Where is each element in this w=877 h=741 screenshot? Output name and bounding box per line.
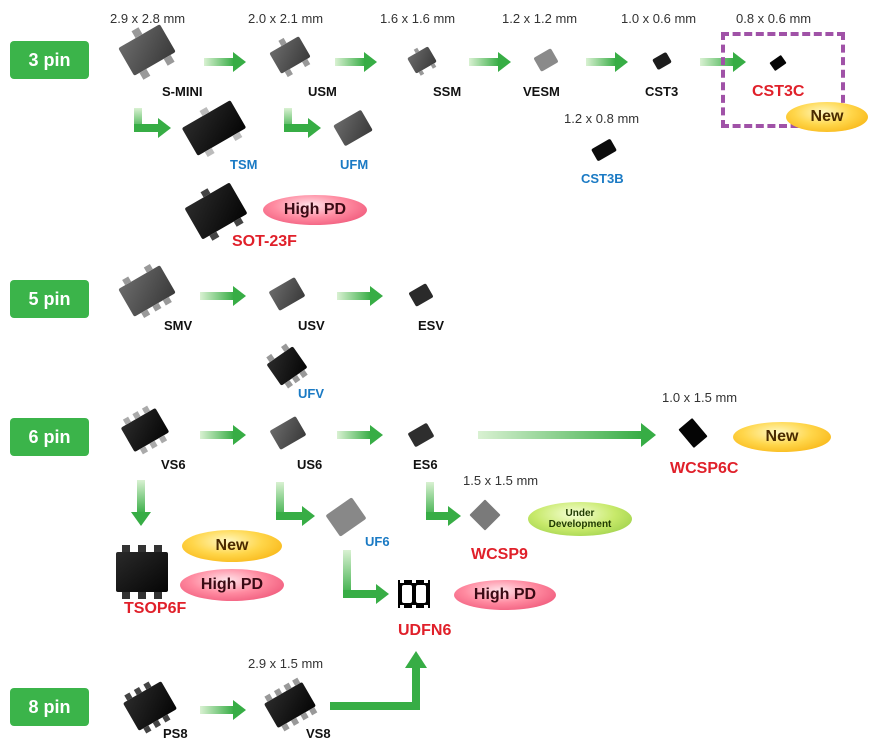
package-name-smini: S-MINI <box>162 84 203 99</box>
arrow-ps8-vs8 <box>200 700 246 720</box>
chip-ps8 <box>123 681 177 734</box>
dim-vesm: 1.2 x 1.2 mm <box>502 11 578 26</box>
badge-high-pd-tsop6f: High PD <box>180 569 284 601</box>
chip-ufm <box>333 110 373 146</box>
package-name-uf6: UF6 <box>365 534 390 549</box>
chip-tsop6f <box>116 545 168 599</box>
arrow-es6-wcsp6c <box>478 423 656 447</box>
badge-high-pd-sot23f: High PD <box>263 195 367 225</box>
package-name-smv: SMV <box>164 318 193 333</box>
badge-new-tsop6f: New <box>182 530 282 562</box>
package-name-wcsp9: WCSP9 <box>471 546 528 563</box>
arrow-smini-tsm <box>134 108 171 138</box>
chip-sot23f <box>185 183 247 241</box>
highlight-frame-cst3c <box>721 32 845 128</box>
chip-smini <box>118 24 176 80</box>
package-name-usm: USM <box>308 84 337 99</box>
arrow-us6-es6 <box>337 425 383 445</box>
arrow-ssm-vesm <box>469 52 511 72</box>
arrow-smini-usm <box>204 52 246 72</box>
dim-wcsp6c: 1.0 x 1.5 mm <box>662 390 738 405</box>
package-name-ufv: UFV <box>298 386 324 401</box>
dim-wcsp9: 1.5 x 1.5 mm <box>463 473 539 488</box>
chip-es6 <box>408 423 434 447</box>
arrow-usm-ssm <box>335 52 377 72</box>
pin-label-6: 6 pin <box>10 418 89 456</box>
chip-vs6 <box>121 405 169 455</box>
arrow-uf6-udfn6 <box>343 550 389 604</box>
chip-cst3c <box>769 55 787 71</box>
package-name-us6: US6 <box>297 457 323 472</box>
arrow-usm-ufm <box>284 108 321 138</box>
chip-ssm <box>407 46 437 76</box>
arrow-smv-usv <box>200 286 246 306</box>
chip-udfn6 <box>398 580 430 608</box>
chip-ufv <box>266 343 308 389</box>
package-name-udfn6: UDFN6 <box>398 622 452 639</box>
chip-tsm <box>182 100 246 158</box>
chip-cst3 <box>652 52 672 70</box>
package-name-tsm: TSM <box>230 157 258 172</box>
package-name-tsop6f: TSOP6F <box>124 600 187 617</box>
chip-smv <box>118 263 176 319</box>
chip-us6 <box>270 416 306 450</box>
chip-cst3b <box>591 139 617 161</box>
dim-vs8: 2.9 x 1.5 mm <box>248 656 324 671</box>
package-name-ps8: PS8 <box>163 726 188 741</box>
arrow-usv-esv <box>337 286 383 306</box>
package-name-ssm: SSM <box>433 84 462 99</box>
package-name-esv: ESV <box>418 318 445 333</box>
package-name-cst3c: CST3C <box>752 83 805 100</box>
pin-label-3: 3 pin <box>10 41 89 79</box>
package-name-ufm: UFM <box>340 157 369 172</box>
dim-ssm: 1.6 x 1.6 mm <box>380 11 456 26</box>
chip-uf6 <box>326 497 366 537</box>
dim-cst3b: 1.2 x 0.8 mm <box>564 111 640 126</box>
arrow-vesm-cst3 <box>586 52 628 72</box>
arrow-es6-wcsp9 <box>426 482 461 526</box>
dim-usm: 2.0 x 2.1 mm <box>248 11 324 26</box>
package-name-es6: ES6 <box>413 457 438 472</box>
package-name-wcsp6c: WCSP6C <box>670 460 739 477</box>
badge-development-text: Development <box>548 519 612 530</box>
chip-wcsp9 <box>469 499 501 531</box>
arrow-vs6-us6 <box>200 425 246 445</box>
chip-wcsp6c <box>678 418 708 448</box>
dim-cst3: 1.0 x 0.6 mm <box>621 11 697 26</box>
pin-label-5: 5 pin <box>10 280 89 318</box>
arrow-vs8-udfn6 <box>330 651 427 710</box>
package-name-vesm: VESM <box>523 84 560 99</box>
arrow-vs6-tsop6f <box>131 480 151 526</box>
arrow-us6-uf6 <box>276 482 315 526</box>
arrow-cst3-cst3c <box>700 52 746 72</box>
dim-smini: 2.9 x 2.8 mm <box>110 11 186 26</box>
package-name-vs8: VS8 <box>306 726 331 741</box>
package-name-cst3: CST3 <box>645 84 679 99</box>
badge-new-wcsp6c: New <box>733 422 831 452</box>
package-name-sot23f: SOT-23F <box>232 233 297 250</box>
package-name-cst3b: CST3B <box>581 171 624 186</box>
badge-high-pd-udfn6: High PD <box>454 580 556 610</box>
pin-label-8: 8 pin <box>10 688 89 726</box>
badge-new-cst3c: New <box>786 102 868 132</box>
chip-vs8 <box>264 677 318 732</box>
package-name-usv: USV <box>298 318 325 333</box>
package-name-vs6: VS6 <box>161 457 186 472</box>
chip-esv <box>409 283 433 307</box>
chip-usm <box>270 36 311 78</box>
badge-under-text: Under <box>565 508 595 519</box>
chip-vesm <box>534 48 558 72</box>
dim-cst3c: 0.8 x 0.6 mm <box>736 11 812 26</box>
chip-usv <box>269 277 305 311</box>
